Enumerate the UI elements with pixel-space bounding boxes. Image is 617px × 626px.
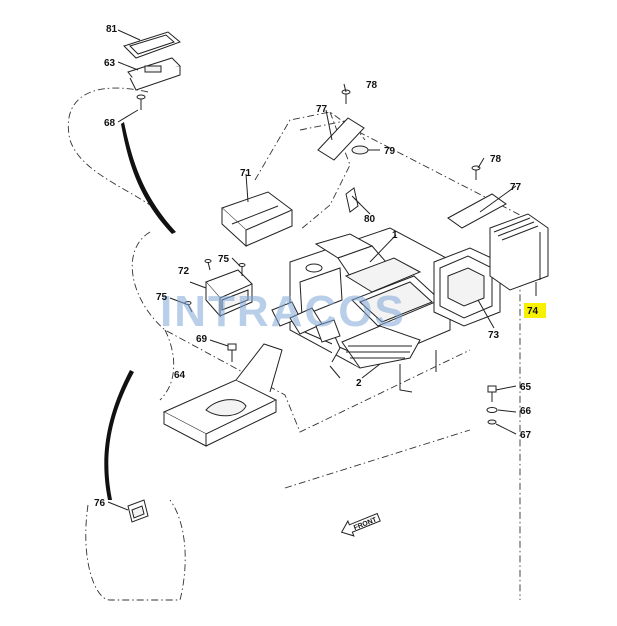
filter-74 xyxy=(489,213,549,291)
callout-68: 68 xyxy=(104,118,116,129)
callout-labels: 81 63 68 78 77 79 78 77 71 80 1 75 72 75… xyxy=(94,24,539,509)
mat-64 xyxy=(162,343,283,447)
cover-77-left xyxy=(317,117,365,161)
callout-77-lower: 77 xyxy=(510,182,522,193)
callout-78-lower: 78 xyxy=(490,154,502,165)
callout-63: 63 xyxy=(104,58,116,69)
bolt-65 xyxy=(487,385,497,402)
callout-2: 2 xyxy=(356,378,362,389)
filter-73 xyxy=(433,247,501,327)
cover-77-right xyxy=(447,193,507,229)
bracket-80 xyxy=(345,187,361,213)
leader-lines xyxy=(107,29,537,511)
nut-67 xyxy=(487,419,497,425)
cab-outline xyxy=(67,87,521,601)
clip-79 xyxy=(351,145,369,155)
blower-2 xyxy=(329,350,437,393)
highlight-74 xyxy=(524,303,546,318)
callout-76: 76 xyxy=(94,498,106,509)
callout-72: 72 xyxy=(178,266,190,277)
outlet-72 xyxy=(205,269,253,318)
callout-73: 73 xyxy=(488,330,500,341)
callout-71: 71 xyxy=(240,168,252,179)
washer-66 xyxy=(486,407,498,413)
harness-stroke-lower xyxy=(104,370,134,500)
harness-stroke-upper xyxy=(121,122,176,234)
callout-75-upper: 75 xyxy=(218,254,230,265)
callout-64: 64 xyxy=(174,370,186,381)
duct-71 xyxy=(221,191,293,248)
cover-81 xyxy=(123,31,181,59)
screw-68 xyxy=(136,94,146,110)
watermark: INTRACOS xyxy=(160,287,406,336)
switch-63 xyxy=(127,57,181,91)
callout-66: 66 xyxy=(520,406,532,417)
callout-1: 1 xyxy=(392,230,398,241)
callout-79: 79 xyxy=(384,146,396,157)
screw-78-lower xyxy=(471,165,481,180)
front-direction-arrow: FRONT xyxy=(340,512,381,537)
switch-76 xyxy=(127,499,149,523)
duct-piece-c xyxy=(315,319,341,343)
callout-81: 81 xyxy=(106,24,118,35)
callout-69: 69 xyxy=(196,334,208,345)
callout-75-lower: 75 xyxy=(156,292,168,303)
callout-78-upper: 78 xyxy=(366,80,378,91)
callout-67: 67 xyxy=(520,430,532,441)
bolt-69 xyxy=(227,343,237,362)
callout-74: 74 xyxy=(527,306,539,317)
screw-78-upper xyxy=(341,89,351,104)
callout-77-upper: 77 xyxy=(316,104,328,115)
callout-80: 80 xyxy=(364,214,376,225)
callout-65: 65 xyxy=(520,382,532,393)
